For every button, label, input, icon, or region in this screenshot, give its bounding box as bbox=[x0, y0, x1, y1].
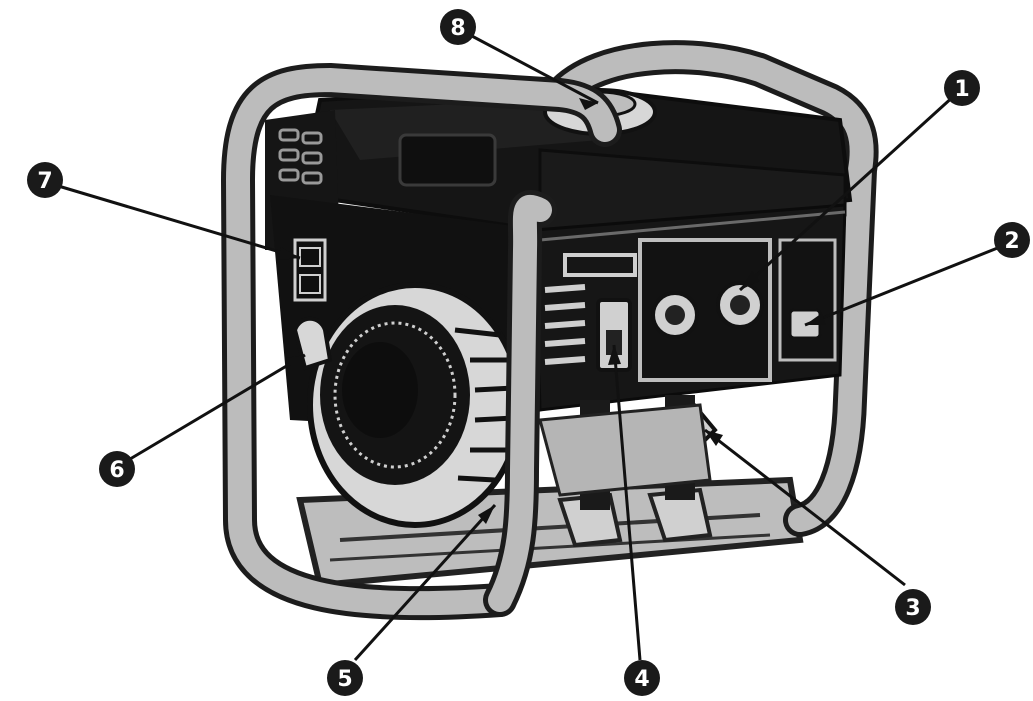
callout-8-label: 8 bbox=[450, 16, 465, 41]
callout-1: 1 bbox=[944, 70, 980, 106]
recoil-starter bbox=[310, 285, 520, 525]
callout-7: 7 bbox=[27, 162, 63, 198]
callout-8: 8 bbox=[440, 9, 476, 45]
callout-4: 4 bbox=[624, 660, 660, 696]
callout-3-label: 3 bbox=[905, 596, 920, 621]
callout-2-label: 2 bbox=[1004, 229, 1019, 254]
callout-3: 3 bbox=[895, 589, 931, 625]
callout-4-label: 4 bbox=[634, 667, 649, 692]
callout-6: 6 bbox=[99, 451, 135, 487]
callout-5: 5 bbox=[327, 660, 363, 696]
callout-5-label: 5 bbox=[337, 667, 352, 692]
callout-6-label: 6 bbox=[109, 458, 124, 483]
callout-7-label: 7 bbox=[37, 169, 52, 194]
leader-line-6 bbox=[125, 355, 305, 462]
callout-1-label: 1 bbox=[954, 77, 969, 102]
leader-line-7 bbox=[55, 185, 300, 258]
callout-2: 2 bbox=[994, 222, 1030, 258]
